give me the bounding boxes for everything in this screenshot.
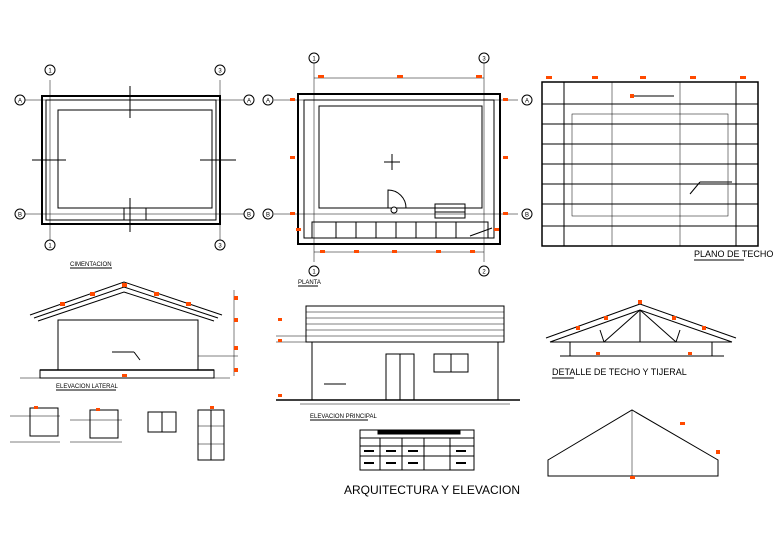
schedule-table [359,429,475,471]
axis-label: 3 [218,244,222,250]
axis-label: 3 [218,69,222,75]
floor-plan [274,62,518,262]
gable-outline [547,409,719,477]
front-elevation [276,305,520,405]
axis-label: B [525,213,529,219]
foundation-plan [24,80,245,240]
foundation-axis-bubbles: 1 3 1 3 A B A B [14,64,255,251]
floor-plan-axis-bubbles: 1 3 1 2 A B A B [262,52,533,277]
axis-label: 1 [48,244,52,250]
view-title-side-elevation: ELEVACION LATERAL [56,384,118,390]
axis-label: B [266,213,270,219]
construction-details [10,407,225,461]
side-elevation [20,281,238,379]
view-title-truss-detail: DETALLE DE TECHO Y TIJERAL [552,367,687,377]
axis-label: 2 [482,270,486,276]
axis-label: A [247,99,251,105]
axis-label: B [247,213,251,219]
axis-label: 1 [312,57,316,63]
view-title-roof-plan: PLANO DE TECHO [694,249,773,259]
roof-plan [541,81,759,247]
axis-label: 1 [312,270,316,276]
view-title-floor-plan: PLANTA [298,280,321,286]
axis-label: A [18,99,22,105]
axis-label: B [18,213,22,219]
dimension-markers [34,75,746,479]
view-title-front-elevation: ELEVACION PRINCIPAL [310,414,377,420]
view-title-foundation: CIMENTACION [70,262,112,268]
axis-label: 1 [48,69,52,75]
axis-label: 3 [482,57,486,63]
roof-truss-detail [545,303,737,357]
sheet-title: ARQUITECTURA Y ELEVACION [344,483,520,497]
axis-label: A [266,99,270,105]
axis-label: A [525,99,529,105]
